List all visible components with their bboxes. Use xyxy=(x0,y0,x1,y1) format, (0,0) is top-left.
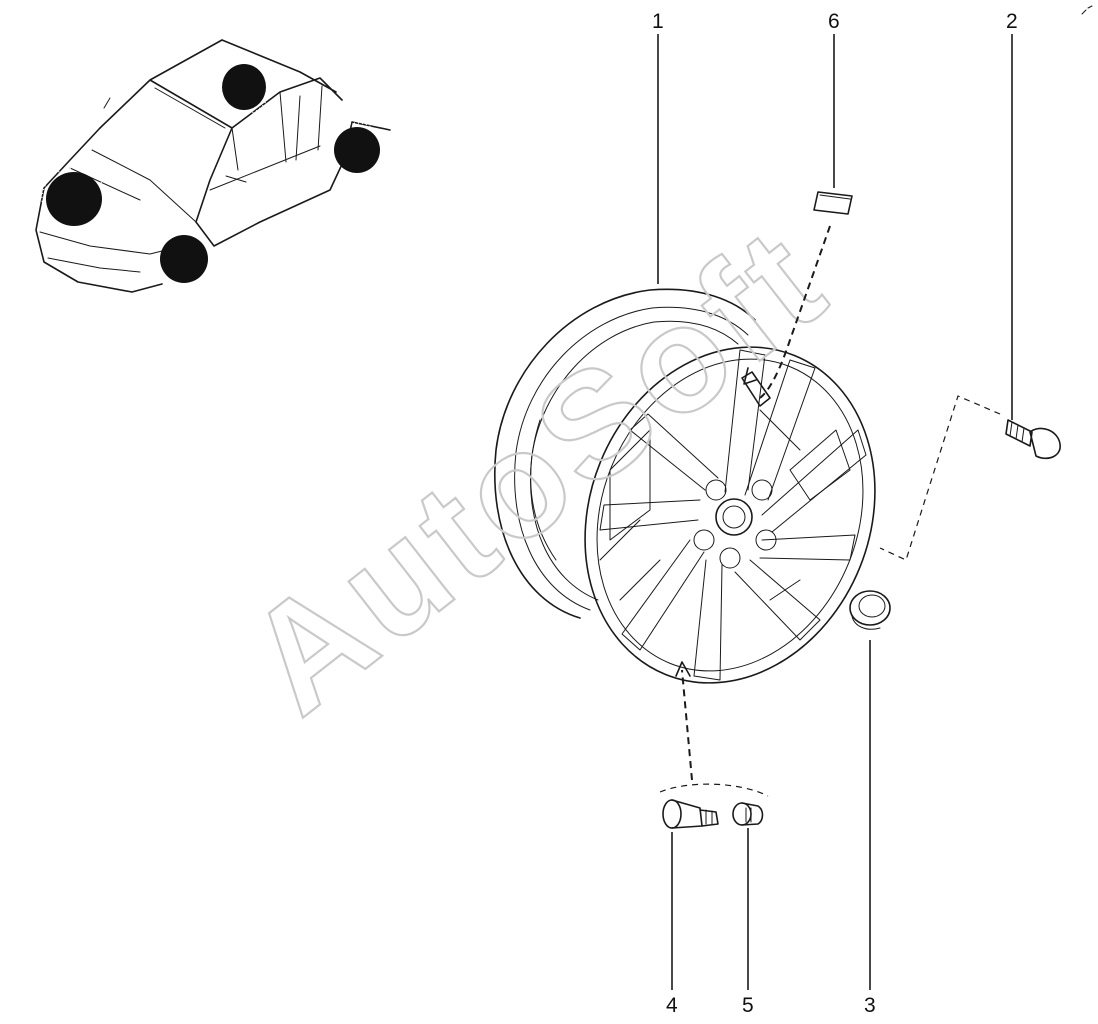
label-sticker-icon xyxy=(813,191,853,215)
center-cap-icon xyxy=(849,590,891,630)
valve-assembly-line xyxy=(681,669,693,781)
rear-right-wheel-highlight xyxy=(334,127,380,173)
alloy-wheel-icon xyxy=(494,288,876,684)
corner-mark-icon xyxy=(1081,5,1093,15)
callout-6: 6 xyxy=(828,10,840,33)
valve-cap-icon xyxy=(732,802,764,826)
front-right-wheel-highlight xyxy=(160,235,208,283)
sticker-arrow xyxy=(743,367,757,385)
valve-arrow xyxy=(675,661,691,677)
car-locator-icon xyxy=(35,39,391,293)
sticker-assembly-line xyxy=(759,225,831,399)
front-left-wheel-highlight xyxy=(46,172,102,226)
tire-valve-icon xyxy=(662,799,719,829)
callouts: 1 2 3 4 5 6 xyxy=(652,10,1018,1017)
callout-1: 1 xyxy=(652,10,664,33)
leader-lines xyxy=(657,34,1013,990)
callout-2: 2 xyxy=(1006,10,1018,33)
watermark: AutoSoft xyxy=(215,192,857,746)
wheel-bolt-icon xyxy=(1005,419,1061,460)
callout-5: 5 xyxy=(742,994,754,1017)
watermark-text: AutoSoft xyxy=(216,193,856,745)
rear-left-wheel-highlight xyxy=(222,64,266,110)
callout-3: 3 xyxy=(864,994,876,1017)
valve-group-bracket xyxy=(659,783,769,797)
bolt-assembly-line xyxy=(879,395,1001,561)
callout-4: 4 xyxy=(666,994,678,1017)
